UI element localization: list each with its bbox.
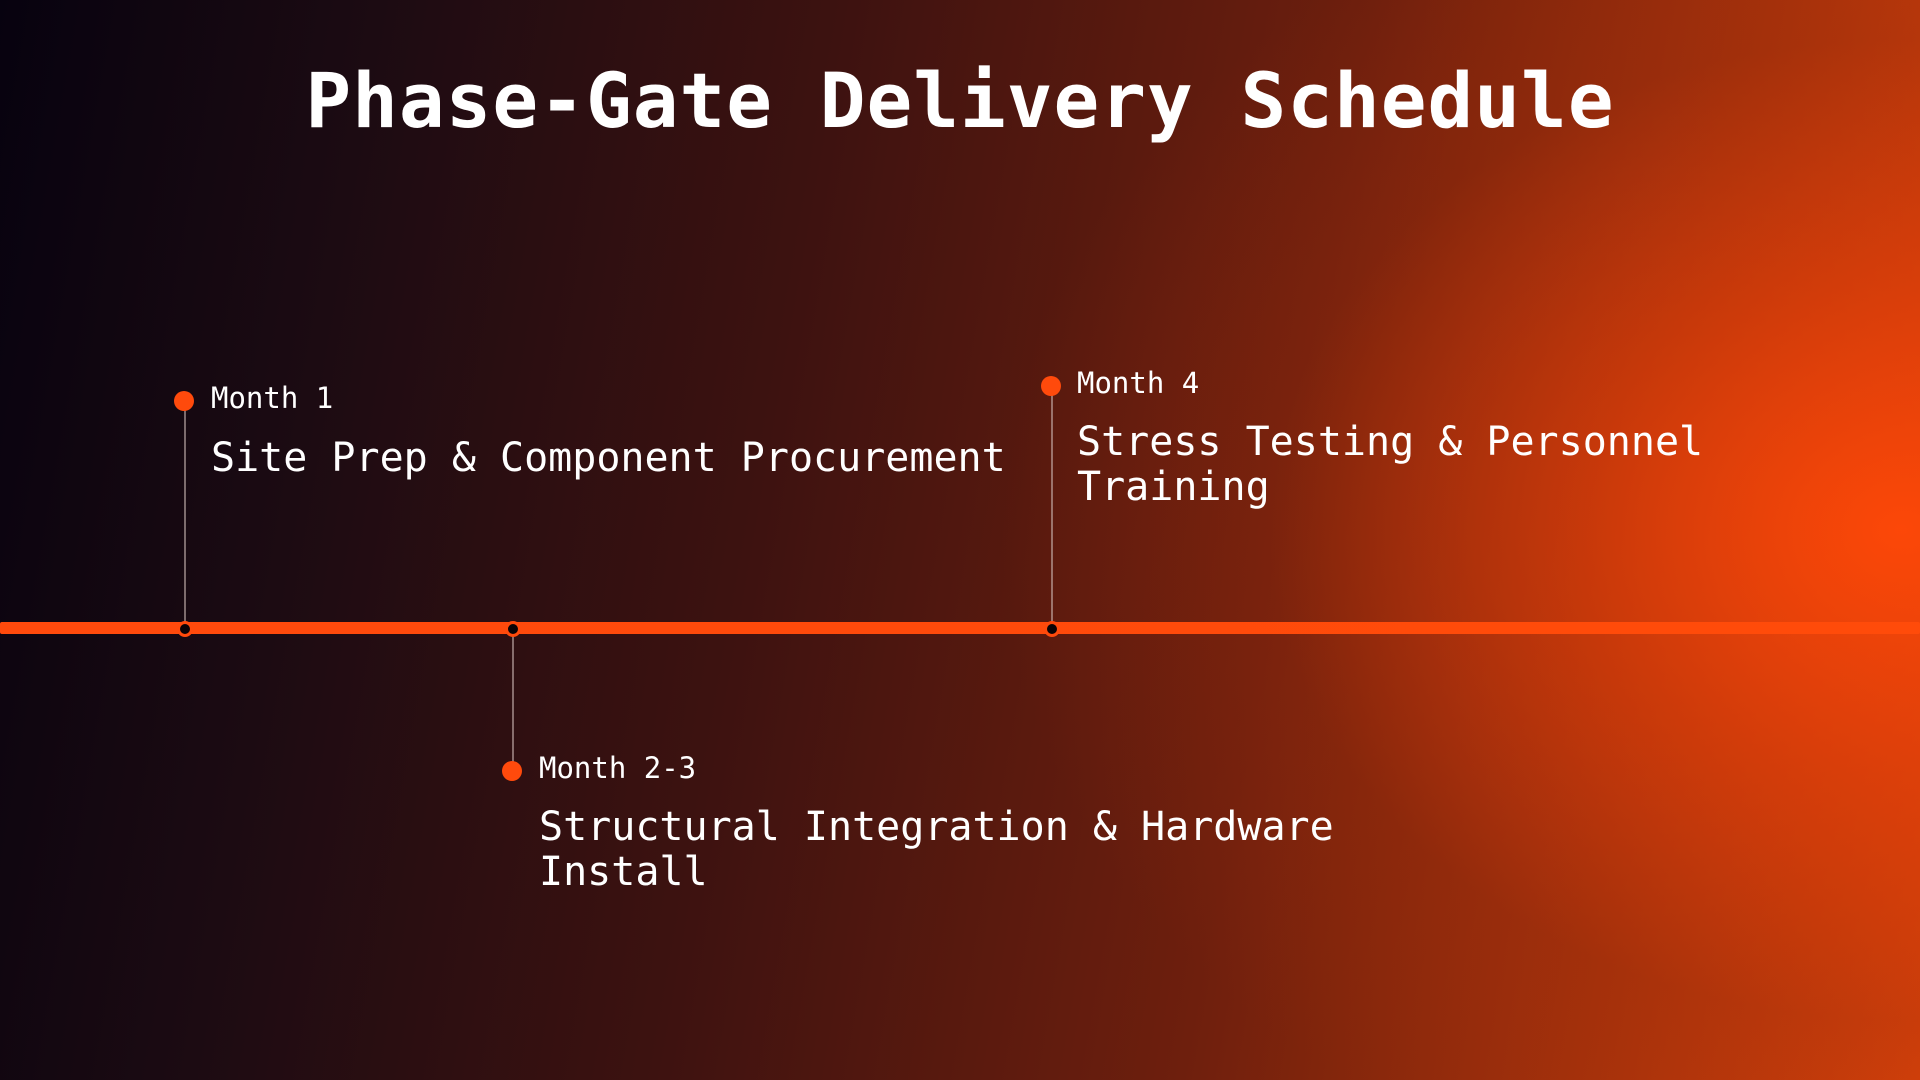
milestone-2-phase: Structural Integration & Hardware Instal…: [539, 804, 1334, 895]
milestone-3-connector: [1051, 388, 1053, 628]
page-title: Phase-Gate Delivery Schedule: [305, 56, 1615, 145]
milestone-2-marker: [502, 761, 522, 781]
milestone-3-marker: [1041, 376, 1061, 396]
milestone-2-connector: [512, 628, 514, 770]
timeline-axis: [0, 622, 1920, 634]
milestone-3-phase: Stress Testing & Personnel Training: [1077, 419, 1704, 510]
milestone-1-period: Month 1: [211, 381, 334, 415]
milestone-3-axis-node: [1044, 621, 1060, 637]
milestone-1-phase: Site Prep & Component Procurement: [211, 435, 1006, 481]
milestone-2-axis-node: [505, 621, 521, 637]
milestone-2-period: Month 2-3: [539, 751, 697, 785]
milestone-1-marker: [174, 391, 194, 411]
milestone-1-axis-node: [177, 621, 193, 637]
milestone-1-connector: [184, 402, 186, 628]
milestone-3-period: Month 4: [1077, 366, 1200, 400]
